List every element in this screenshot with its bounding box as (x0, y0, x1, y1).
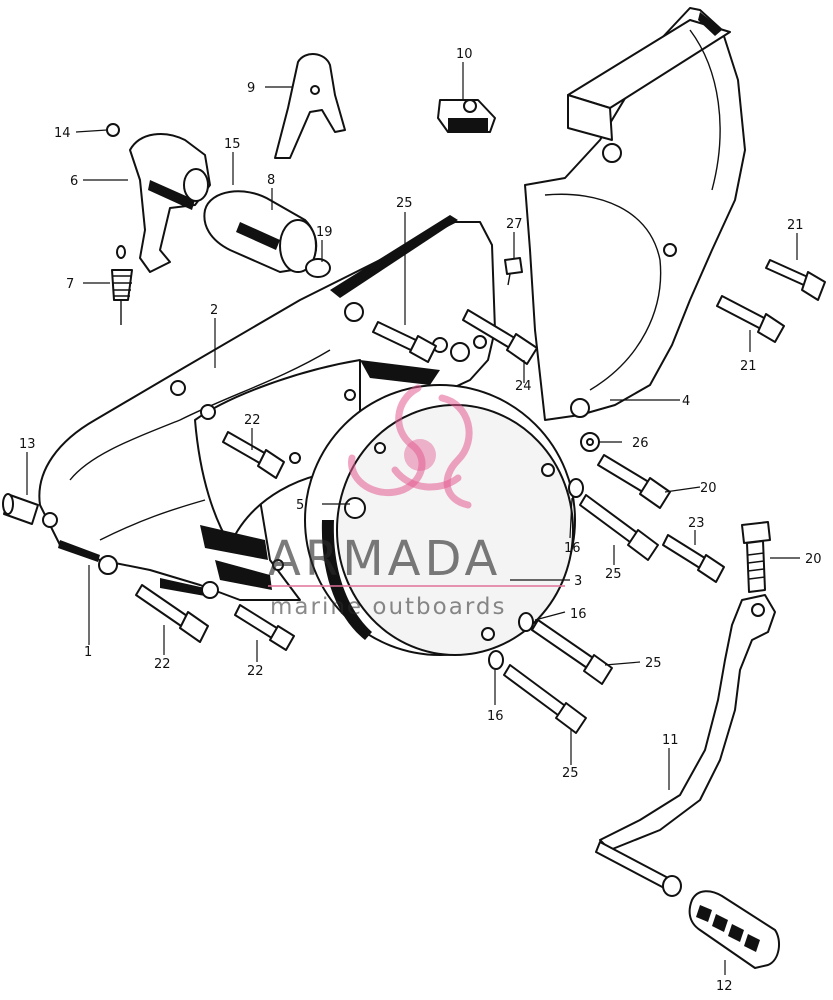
callout-14: 14 (54, 126, 71, 141)
callout-23: 24 (515, 379, 532, 394)
callout-24: 25 (396, 196, 413, 211)
callout-16-lower: 16 (487, 709, 504, 724)
washers (488, 432, 600, 670)
callout-22-right: 23 (688, 516, 705, 531)
callout-21-upper: 22 (244, 413, 261, 428)
watermark-tagline: marine outboards (270, 594, 506, 620)
watermark-brand: ARMADA (268, 531, 501, 587)
shift-drum (203, 190, 331, 278)
callout-20-lower: 21 (740, 359, 757, 374)
callout-2: 2 (210, 303, 218, 318)
callout-25-middle: 25 (645, 656, 662, 671)
callout-18: 20 (805, 552, 822, 567)
crankcase-cover (38, 215, 496, 601)
kick-rubber (688, 890, 781, 969)
shift-arm (106, 123, 211, 325)
rubber-grommet (437, 99, 496, 133)
dowel-pin (2, 493, 39, 525)
kick-start-lever (595, 594, 776, 897)
callout-9: 9 (247, 81, 255, 96)
callout-6: 6 (70, 174, 78, 189)
shift-fork (274, 53, 346, 159)
callout-16-middle: 16 (570, 607, 587, 622)
callout-15: 15 (224, 137, 241, 152)
callout-27: 27 (506, 217, 523, 232)
leader-lines (26, 62, 800, 975)
callout-7: 7 (66, 277, 74, 292)
callout-17: 19 (316, 225, 333, 240)
small-bolt (504, 257, 523, 286)
callout-26: 26 (632, 436, 649, 451)
callout-12: 12 (716, 979, 733, 994)
callout-19: 20 (700, 481, 717, 496)
callout-10: 10 (456, 47, 473, 62)
callout-labels: 9 10 14 15 6 8 25 27 19 7 2 21 21 24 4 2… (19, 47, 822, 994)
callout-25-upper: 25 (605, 567, 622, 582)
callout-21-lower: 22 (247, 664, 264, 679)
callout-3: 3 (574, 574, 582, 589)
callout-16-upper: 16 (564, 541, 581, 556)
callout-25-lower: 25 (562, 766, 579, 781)
callout-20-upper: 21 (787, 218, 804, 233)
callout-8: 8 (267, 173, 275, 188)
callout-5: 5 (296, 498, 304, 513)
sprocket-cover (524, 7, 746, 421)
callout-4: 4 (682, 394, 690, 409)
bolts (135, 259, 826, 734)
callout-22-left: 22 (154, 657, 171, 672)
callout-1: 1 (84, 645, 92, 660)
watermark-logo-icon (348, 384, 473, 509)
watermark: ARMADA marine outboards (268, 384, 565, 620)
callout-11: 11 (662, 733, 679, 748)
callout-13: 13 (19, 437, 36, 452)
